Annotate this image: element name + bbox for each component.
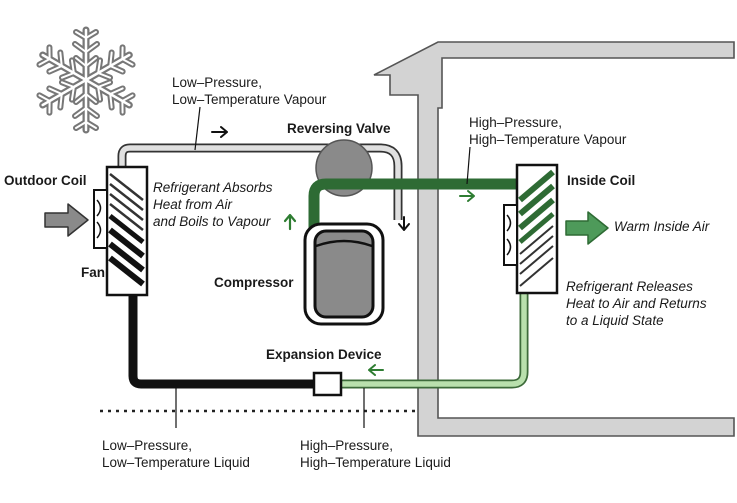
expansion-device-icon — [312, 371, 343, 397]
absorbs-heat-label: Refrigerant Absorbs Heat from Air and Bo… — [153, 180, 273, 229]
low-pressure-liquid-label: Low–Pressure, Low–Temperature Liquid — [102, 438, 250, 470]
expansion-device-label: Expansion Device — [266, 347, 382, 362]
outdoor-coil-label: Outdoor Coil — [4, 173, 87, 188]
fan-label: Fan — [81, 265, 106, 280]
outdoor-coil-icon — [105, 165, 149, 297]
inside-coil-label: Inside Coil — [567, 173, 636, 188]
low-pressure-liquid-pipe — [128, 292, 316, 389]
inside-fan-icon — [503, 204, 518, 266]
house-outline — [373, 41, 735, 437]
fan-icon — [93, 189, 108, 249]
reversing-valve-label: Reversing Valve — [287, 121, 391, 136]
low-pressure-vapour-pipe — [117, 143, 403, 220]
compressor-icon — [303, 222, 385, 326]
leader-lines — [175, 106, 471, 428]
snowflake-icon — [37, 30, 135, 130]
warm-air-arrow-icon — [565, 211, 609, 245]
outdoor-air-arrow-icon — [44, 203, 89, 237]
high-pressure-vapour-label: High–Pressure, High–Temperature Vapour — [469, 115, 627, 147]
high-pressure-liquid-label: High–Pressure, High–Temperature Liquid — [300, 438, 451, 470]
inside-coil-icon — [515, 163, 559, 295]
high-pressure-vapour-pipe — [308, 178, 520, 236]
high-pressure-liquid-pipe — [340, 290, 529, 389]
flow-arrow-icon — [211, 126, 475, 376]
releases-heat-label: Refrigerant Releases Heat to Air and Ret… — [566, 279, 707, 328]
compressor-label: Compressor — [214, 275, 294, 290]
low-pressure-vapour-label: Low–Pressure, Low–Temperature Vapour — [172, 75, 327, 107]
warm-inside-air-label: Warm Inside Air — [614, 219, 710, 234]
